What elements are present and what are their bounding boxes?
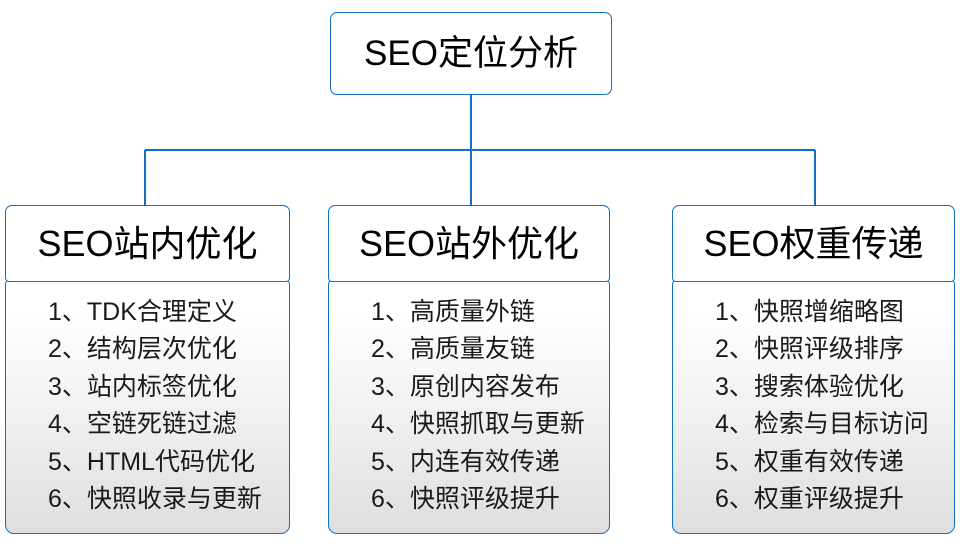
- branch-list: 1、快照增缩略图 2、快照评级排序 3、搜索体验优化 4、检索与目标访问 5、权…: [673, 294, 954, 519]
- root-node-label: SEO定位分析: [364, 34, 578, 73]
- list-item: 6、快照评级提升: [371, 485, 560, 514]
- list-item: 4、检索与目标访问: [715, 410, 929, 439]
- list-item: 1、高质量外链: [371, 297, 535, 326]
- branch-body-seo-offsite: 1、高质量外链 2、高质量友链 3、原创内容发布 4、快照抓取与更新 5、内连有…: [328, 280, 610, 535]
- branch-list: 1、高质量外链 2、高质量友链 3、原创内容发布 4、快照抓取与更新 5、内连有…: [329, 294, 609, 519]
- list-item: 5、HTML代码优化: [48, 447, 255, 476]
- branch-header-seo-offsite: SEO站外优化: [328, 205, 610, 282]
- list-item: 1、TDK合理定义: [48, 297, 237, 326]
- list-item: 6、权重评级提升: [715, 485, 904, 514]
- list-item: 6、快照收录与更新: [48, 485, 262, 514]
- list-item: 2、快照评级排序: [715, 335, 904, 364]
- branch-body-seo-weight: 1、快照增缩略图 2、快照评级排序 3、搜索体验优化 4、检索与目标访问 5、权…: [672, 280, 955, 535]
- branch-column-seo-offsite: SEO站外优化 1、高质量外链 2、高质量友链 3、原创内容发布 4、快照抓取与…: [328, 205, 610, 535]
- list-item: 3、搜索体验优化: [715, 372, 904, 401]
- list-item: 5、内连有效传递: [371, 447, 560, 476]
- branch-column-seo-weight: SEO权重传递 1、快照增缩略图 2、快照评级排序 3、搜索体验优化 4、检索与…: [672, 205, 955, 535]
- list-item: 1、快照增缩略图: [715, 297, 904, 326]
- list-item: 4、快照抓取与更新: [371, 410, 585, 439]
- branch-list: 1、TDK合理定义 2、结构层次优化 3、站内标签优化 4、空链死链过滤 5、H…: [6, 294, 289, 519]
- list-item: 5、权重有效传递: [715, 447, 904, 476]
- branch-column-seo-onsite: SEO站内优化 1、TDK合理定义 2、结构层次优化 3、站内标签优化 4、空链…: [5, 205, 290, 535]
- list-item: 2、高质量友链: [371, 335, 535, 364]
- list-item: 3、站内标签优化: [48, 372, 237, 401]
- branch-header-seo-weight: SEO权重传递: [672, 205, 955, 282]
- branch-header-label: SEO站内优化: [37, 222, 258, 264]
- list-item: 3、原创内容发布: [371, 372, 560, 401]
- branch-header-seo-onsite: SEO站内优化: [5, 205, 290, 282]
- branch-header-label: SEO站外优化: [358, 222, 580, 264]
- branch-header-label: SEO权重传递: [703, 222, 924, 264]
- list-item: 2、结构层次优化: [48, 335, 237, 364]
- branch-body-seo-onsite: 1、TDK合理定义 2、结构层次优化 3、站内标签优化 4、空链死链过滤 5、H…: [5, 280, 290, 535]
- root-node: SEO定位分析: [330, 12, 612, 95]
- list-item: 4、空链死链过滤: [48, 410, 237, 439]
